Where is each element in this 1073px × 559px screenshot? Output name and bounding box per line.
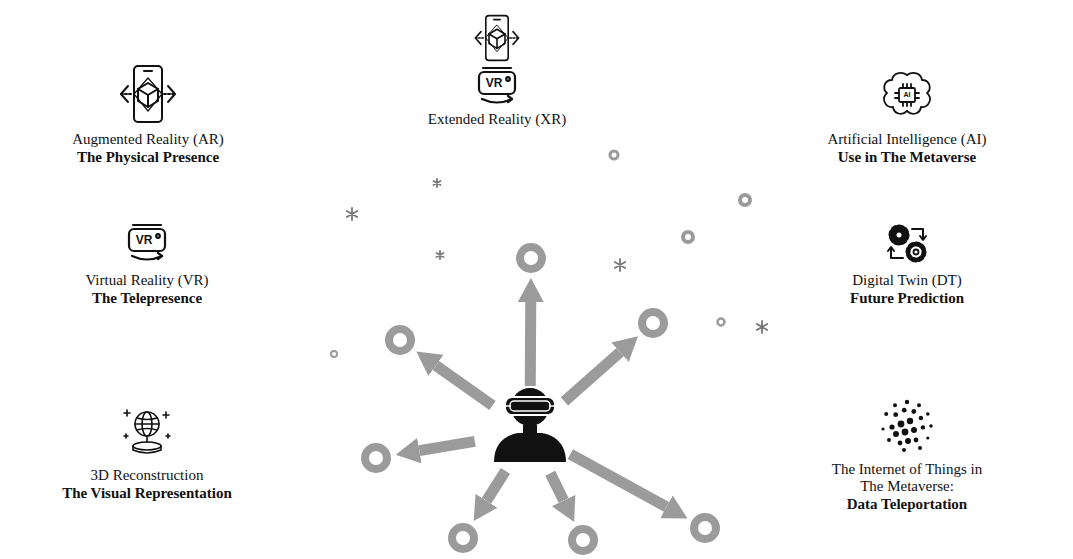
radiating-arrow — [550, 473, 563, 500]
radiating-arrow — [487, 471, 506, 501]
technology-name: Virtual Reality (VR) — [85, 272, 208, 289]
technology-role: The Visual Representation — [62, 485, 232, 502]
radiating-arrow — [525, 302, 536, 386]
technology-name: 3D Reconstruction — [91, 467, 204, 484]
icon-text: VR — [486, 77, 503, 90]
technology-name: Digital Twin (DT) — [852, 272, 962, 289]
technology-name: Extended Reality (XR) — [428, 111, 566, 128]
radiating-arrow — [570, 454, 666, 507]
technology-name: Augmented Reality (AR) — [72, 131, 224, 148]
technology-name: Artificial Intelligence (AI) — [827, 131, 986, 148]
technology-role: Use in The Metaverse — [838, 149, 976, 166]
technology-role: The Physical Presence — [77, 149, 219, 166]
icon-text: AI — [904, 91, 911, 99]
technology-role: Future Prediction — [850, 290, 964, 307]
radiating-arrow — [419, 441, 474, 450]
icon-text: VR — [136, 234, 153, 247]
radiating-arrow — [564, 352, 620, 401]
technology-role: The Telepresence — [92, 290, 202, 307]
radiating-arrow — [436, 365, 493, 405]
technology-role: Data Teleportation — [847, 496, 967, 513]
technology-name: The Internet of Things in The Metaverse: — [823, 461, 991, 495]
